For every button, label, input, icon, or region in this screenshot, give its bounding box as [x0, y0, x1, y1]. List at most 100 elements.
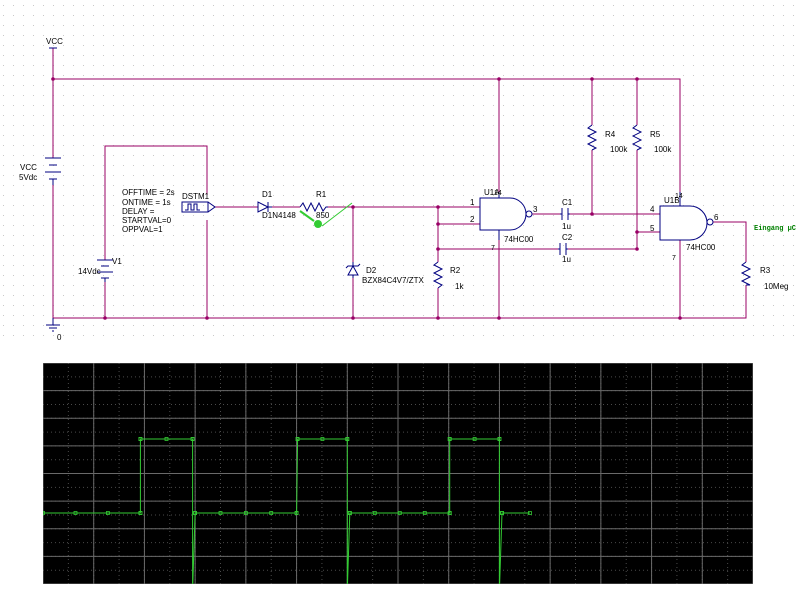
vcc-source-symbol[interactable] [45, 157, 61, 185]
d2-name: D2 [366, 266, 377, 275]
c1-value: 1u [562, 222, 571, 231]
r4-value: 100k [610, 145, 628, 154]
c1-capacitor-symbol[interactable] [560, 208, 570, 220]
voltage-probe-icon[interactable] [299, 210, 322, 228]
dstm-param: STARTVAL=0 [122, 216, 172, 225]
r3-resistor-symbol[interactable] [740, 261, 752, 286]
u1b-pin-out: 6 [714, 213, 719, 222]
trace-layer [43, 437, 532, 584]
u1b-pin-in2: 5 [650, 224, 655, 233]
trace-marker [527, 511, 532, 515]
junctions [51, 77, 682, 320]
vcc-source-value: 5Vdc [19, 173, 37, 182]
wire-u1b-out [713, 221, 747, 262]
r1-value: 850 [316, 211, 330, 220]
r1-name: R1 [316, 190, 327, 199]
trace-marker [164, 437, 169, 441]
trace-marker [497, 437, 502, 441]
trace-marker [43, 511, 45, 515]
trace-marker [218, 511, 223, 515]
v1-value: 14Vdc [78, 267, 101, 276]
trace-marker [138, 437, 143, 441]
trace-marker [243, 511, 248, 515]
r5-name: R5 [650, 130, 661, 139]
r3-value: 10Meg [764, 282, 788, 291]
r2-resistor-symbol[interactable] [432, 261, 444, 289]
u1b-nand-gate[interactable] [659, 205, 714, 241]
wire-vcc-rail [53, 78, 681, 192]
trace-marker [345, 437, 350, 441]
trace-marker [294, 511, 299, 515]
r4-resistor-symbol[interactable] [586, 124, 598, 151]
dstm-param: ONTIME = 1s [122, 198, 171, 207]
r2-value: 1k [455, 282, 464, 291]
schematic-dot-grid [3, 5, 794, 336]
trace-marker [269, 511, 274, 515]
d1-part: D1N4148 [262, 211, 296, 220]
u1a-name: U1A [484, 188, 500, 197]
trace-marker [347, 511, 352, 515]
dstm-symbol[interactable] [181, 201, 216, 213]
dstm-name: DSTM1 [182, 192, 210, 201]
c2-value: 1u [562, 255, 571, 264]
u1a-part: 74HC00 [504, 235, 534, 244]
waveform-plot[interactable] [43, 363, 753, 584]
d1-name: D1 [262, 190, 273, 199]
plot-grid [43, 363, 753, 584]
schematic-canvas: VCC 0 VCC 5Vdc V1 14Vdc [3, 5, 796, 342]
vcc-net-label: VCC [46, 37, 63, 46]
v1-source-symbol[interactable] [97, 259, 113, 282]
ground-label: 0 [57, 333, 62, 342]
c1-name: C1 [562, 198, 573, 207]
net-label-output: Eingang µC [754, 225, 796, 233]
wire-gnd-rail [53, 285, 747, 319]
v1-name: V1 [112, 257, 122, 266]
r2-name: R2 [450, 266, 461, 275]
trace-marker [397, 511, 402, 515]
probe-wire [321, 202, 353, 227]
wire-r5-c2 [568, 150, 638, 250]
trace-marker [500, 511, 504, 515]
r5-resistor-symbol[interactable] [631, 124, 643, 151]
trace-line [43, 438, 530, 584]
trace-marker [447, 511, 452, 515]
u1a-pin-gnd: 7 [491, 245, 495, 252]
d2-part: BZX84C4V7/ZTX [362, 276, 424, 285]
dstm-param: DELAY = [122, 207, 155, 216]
dstm-param: OPPVAL=1 [122, 225, 163, 234]
trace-marker [190, 437, 195, 441]
u1b-pin-gnd: 7 [672, 255, 676, 262]
u1a-pin-vcc: 14 [494, 190, 502, 197]
u1a-nand-gate[interactable] [479, 197, 533, 231]
trace-marker [106, 511, 110, 515]
d1-diode-symbol[interactable] [257, 201, 272, 213]
u1a-pin-in1: 1 [470, 198, 475, 207]
trace-marker [138, 511, 143, 515]
trace-marker [447, 437, 452, 441]
d2-zener-symbol[interactable] [345, 262, 361, 278]
u1a-pin-in2: 2 [470, 215, 475, 224]
vcc-net-symbol[interactable]: VCC [46, 37, 63, 49]
u1b-part: 74HC00 [686, 243, 716, 252]
c2-name: C2 [562, 233, 573, 242]
r4-name: R4 [605, 130, 616, 139]
trace-marker [372, 511, 377, 515]
trace-marker [422, 511, 427, 515]
r3-name: R3 [760, 266, 771, 275]
dstm-params: OFFTIME = 2s ONTIME = 1s DELAY = STARTVA… [122, 188, 175, 234]
u1b-name: U1B [664, 196, 680, 205]
trace-marker [472, 437, 477, 441]
wire-v1-top [104, 145, 208, 260]
u1a-pin-out: 3 [533, 205, 538, 214]
c2-capacitor-symbol[interactable] [558, 243, 568, 255]
r1-resistor-symbol[interactable] [299, 201, 328, 213]
trace-marker [73, 511, 78, 515]
vcc-source-name: VCC [20, 163, 37, 172]
dstm-param: OFFTIME = 2s [122, 188, 175, 197]
trace-marker [193, 511, 198, 515]
trace-marker [320, 437, 325, 441]
r5-value: 100k [654, 145, 672, 154]
ground-symbol[interactable] [46, 318, 60, 332]
trace-marker [295, 437, 300, 441]
